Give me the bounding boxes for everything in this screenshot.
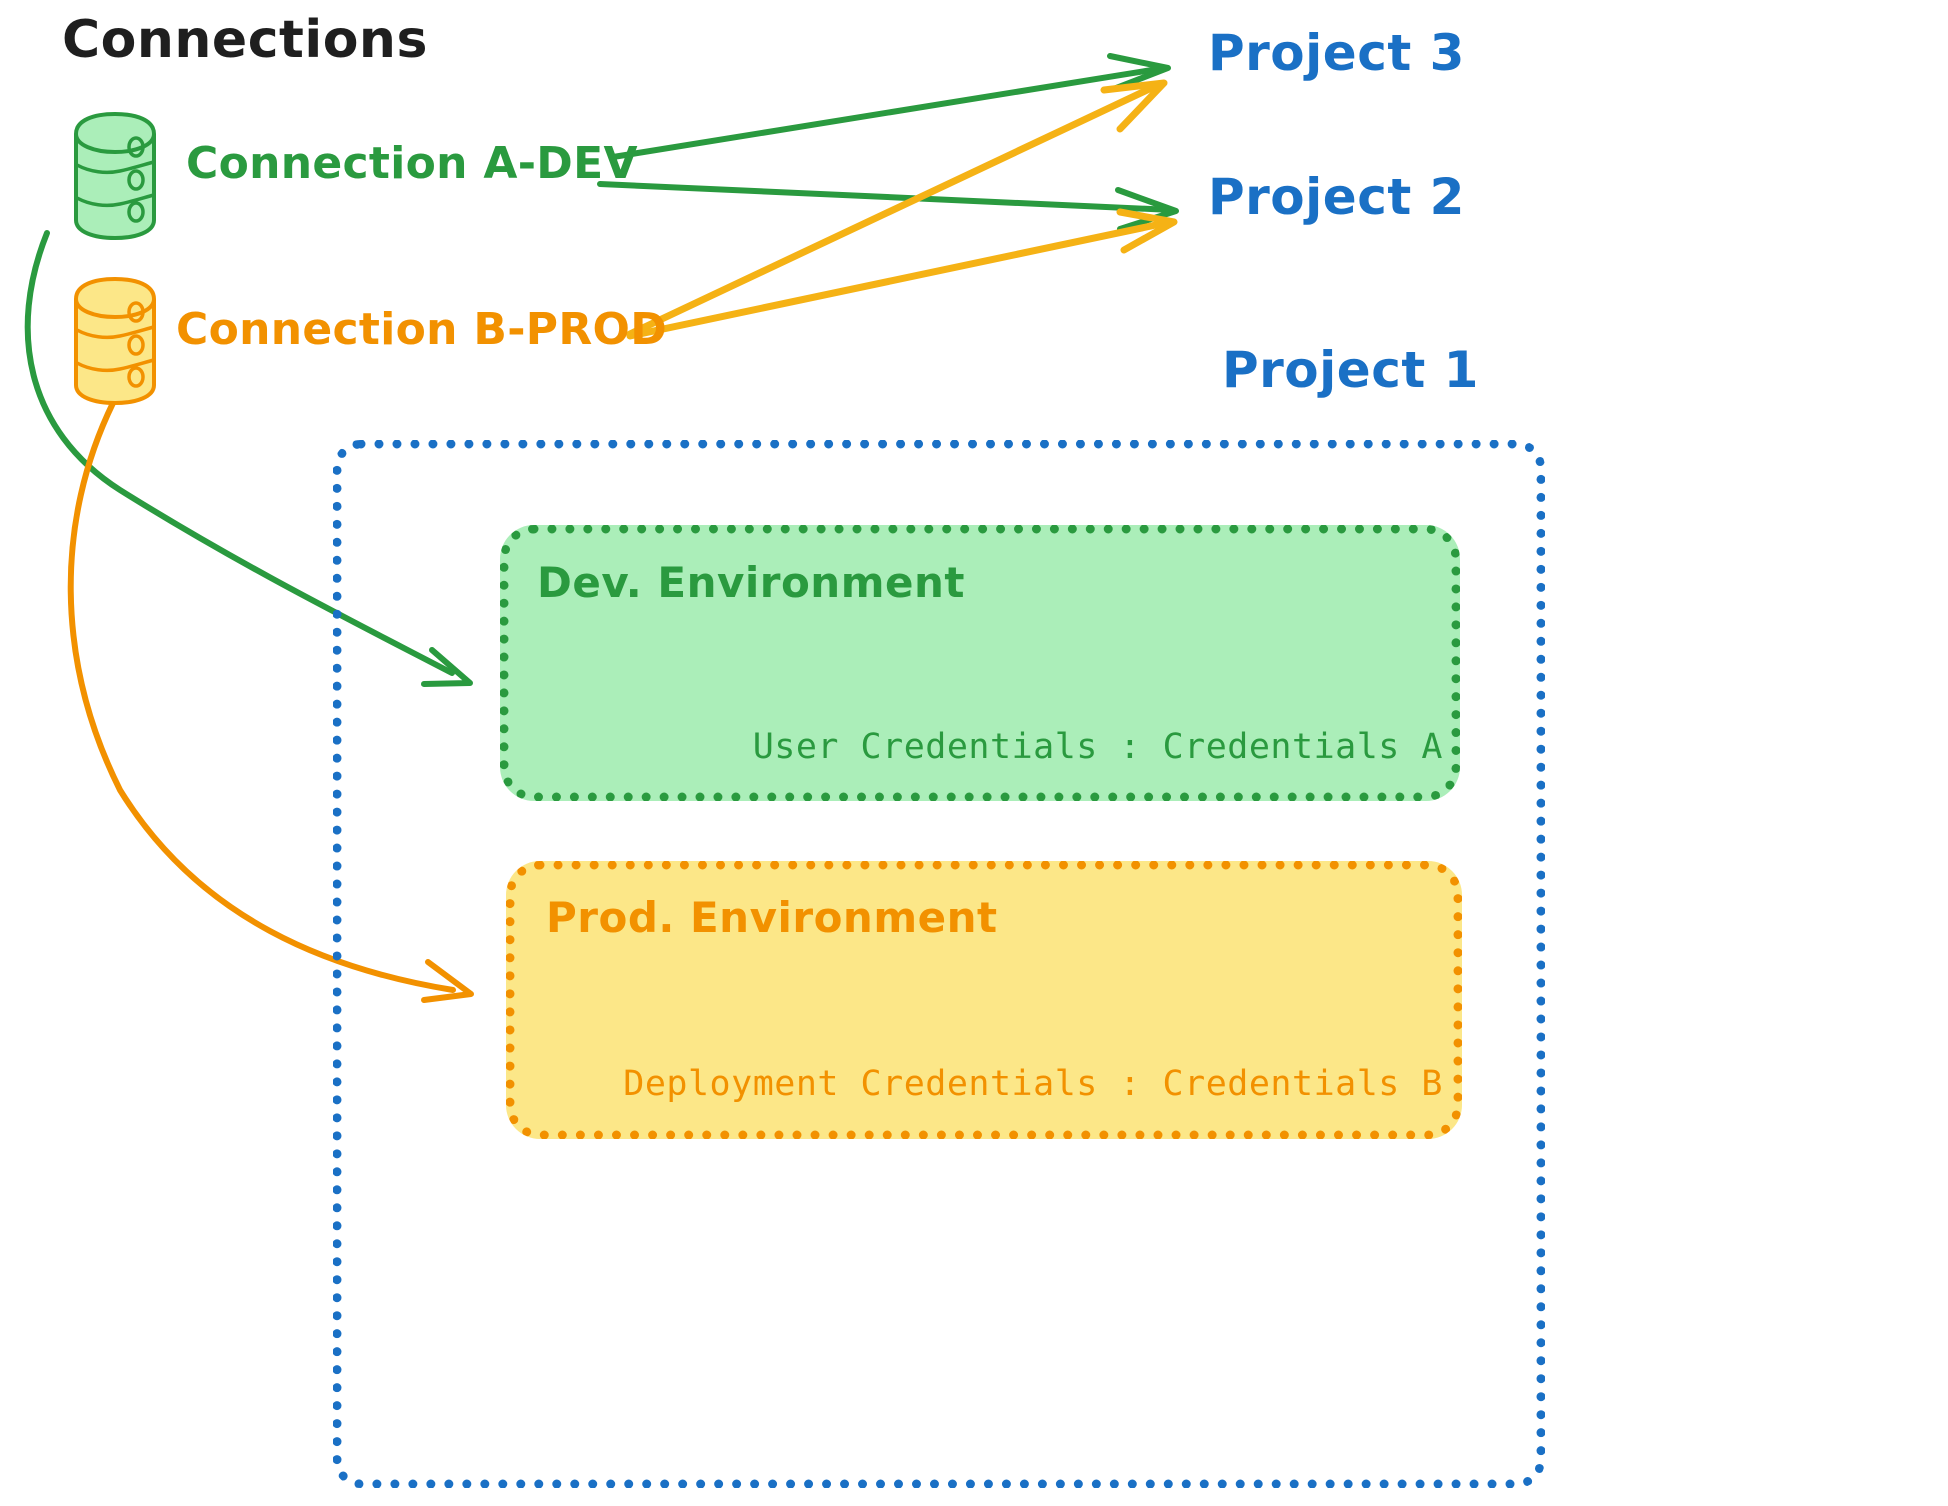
database-cylinder-icon-b	[74, 276, 156, 406]
edge-b-prod-to-project-2	[626, 208, 1178, 340]
project-label-3[interactable]: Project 3	[1208, 24, 1465, 82]
dev-environment-credentials: User Credentials : Credentials A	[752, 727, 1443, 767]
database-cylinder-icon-a	[74, 111, 156, 241]
edge-a-dev-to-project-3	[610, 53, 1171, 160]
dev-environment-box[interactable]	[500, 525, 1460, 801]
edge-b-prod-to-project-3	[626, 79, 1168, 338]
page-title: Connections	[62, 10, 428, 70]
prod-environment-title: Prod. Environment	[546, 893, 998, 942]
project-1-container	[333, 440, 1545, 1488]
dev-environment-title: Dev. Environment	[537, 558, 965, 607]
edge-a-dev-to-dev-environment	[24, 230, 473, 687]
connection-label-b-prod[interactable]: Connection B-PROD	[176, 304, 668, 355]
connection-label-a-dev[interactable]: Connection A-DEV	[186, 138, 638, 189]
prod-environment-box[interactable]	[506, 861, 1462, 1139]
project-label-2[interactable]: Project 2	[1208, 168, 1465, 226]
edge-a-dev-to-project-2	[597, 181, 1179, 232]
project-label-1[interactable]: Project 1	[1222, 341, 1479, 399]
prod-environment-credentials: Deployment Credentials : Credentials B	[623, 1064, 1443, 1104]
